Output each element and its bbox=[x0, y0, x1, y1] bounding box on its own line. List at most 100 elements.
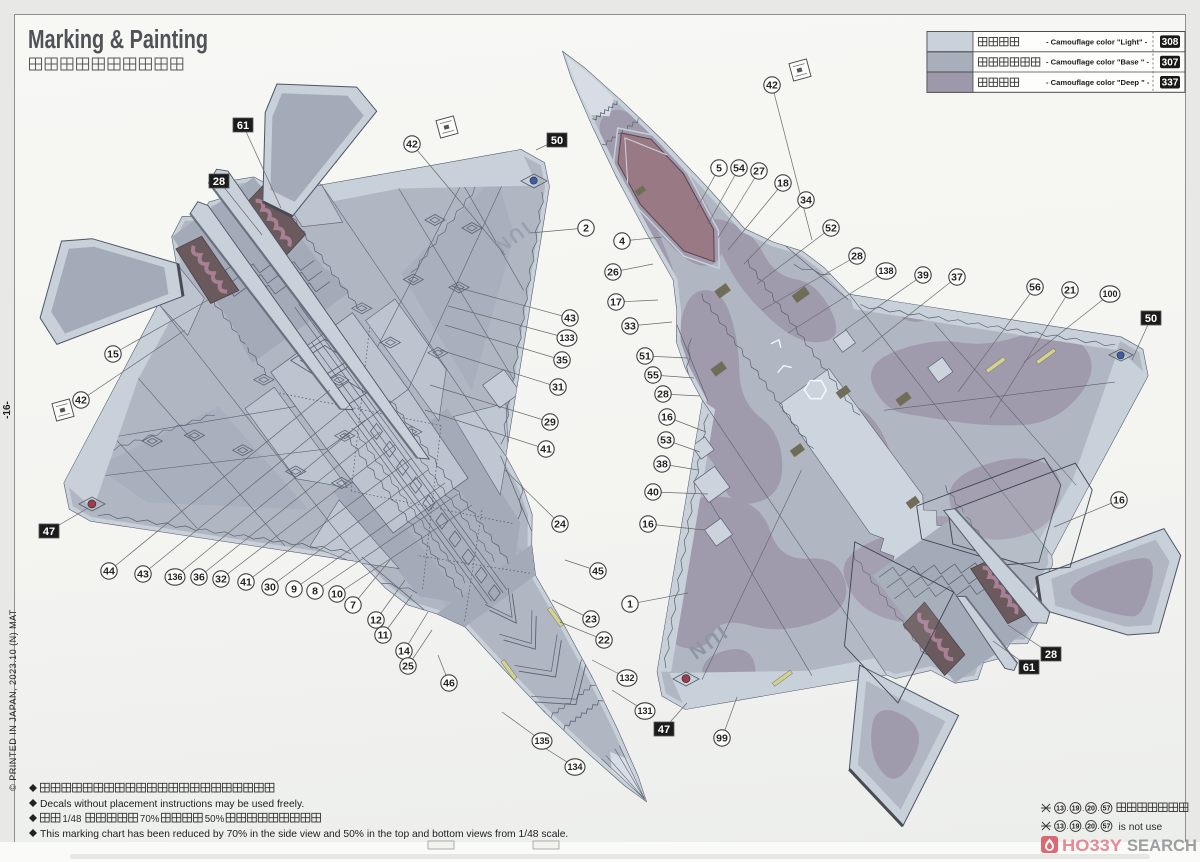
svg-text:55: 55 bbox=[647, 370, 659, 382]
svg-text:1: 1 bbox=[627, 599, 633, 611]
svg-text:4: 4 bbox=[619, 236, 625, 248]
svg-text:138: 138 bbox=[878, 266, 893, 276]
svg-text:45: 45 bbox=[592, 566, 604, 578]
svg-text:46: 46 bbox=[443, 678, 455, 690]
svg-text:27: 27 bbox=[753, 166, 765, 178]
svg-text:134: 134 bbox=[567, 762, 582, 772]
svg-text:.: . bbox=[1082, 804, 1084, 813]
svg-text:35: 35 bbox=[556, 355, 568, 367]
svg-text:16: 16 bbox=[661, 412, 673, 424]
svg-text:19: 19 bbox=[1072, 806, 1080, 813]
svg-text:.: . bbox=[1082, 822, 1084, 831]
svg-text:135: 135 bbox=[534, 736, 549, 746]
svg-text:42: 42 bbox=[75, 395, 87, 407]
svg-text:41: 41 bbox=[240, 577, 252, 589]
svg-text:1/48: 1/48 bbox=[62, 814, 82, 825]
svg-text:25: 25 bbox=[402, 661, 414, 673]
svg-text:43: 43 bbox=[564, 313, 576, 325]
svg-text:SEARCH: SEARCH bbox=[1127, 837, 1197, 855]
svg-text:12: 12 bbox=[370, 615, 382, 627]
svg-text:52: 52 bbox=[825, 223, 837, 235]
svg-text:307: 307 bbox=[1162, 57, 1179, 68]
svg-text:36: 36 bbox=[193, 572, 205, 584]
svg-text:50: 50 bbox=[1145, 313, 1157, 325]
svg-text:37: 37 bbox=[951, 272, 963, 284]
svg-text:16: 16 bbox=[1113, 495, 1125, 507]
svg-text:39: 39 bbox=[917, 270, 929, 282]
svg-text:11: 11 bbox=[377, 630, 388, 642]
svg-text:99: 99 bbox=[716, 733, 728, 745]
svg-text:This marking chart has been re: This marking chart has been reduced by 7… bbox=[40, 829, 568, 840]
svg-text:38: 38 bbox=[656, 459, 668, 471]
svg-text:17: 17 bbox=[610, 297, 622, 309]
svg-text:28: 28 bbox=[213, 176, 225, 188]
svg-text:43: 43 bbox=[137, 569, 149, 581]
svg-text:61: 61 bbox=[1023, 662, 1035, 674]
svg-text:50%: 50% bbox=[205, 814, 225, 825]
svg-text:100: 100 bbox=[1102, 289, 1117, 299]
svg-text:40: 40 bbox=[647, 487, 659, 499]
svg-text:- Camouflage color "Light" -: - Camouflage color "Light" - bbox=[1046, 37, 1148, 46]
svg-text:.: . bbox=[1098, 822, 1100, 831]
svg-text:30: 30 bbox=[264, 582, 276, 594]
svg-text:31: 31 bbox=[552, 382, 564, 394]
svg-text:131: 131 bbox=[637, 706, 652, 716]
svg-text:133: 133 bbox=[559, 333, 574, 343]
svg-text:56: 56 bbox=[1029, 282, 1041, 294]
svg-text:29: 29 bbox=[544, 417, 556, 429]
svg-text:51: 51 bbox=[639, 351, 651, 363]
svg-text:33: 33 bbox=[624, 321, 636, 333]
svg-text:24: 24 bbox=[554, 519, 566, 531]
svg-text:34: 34 bbox=[800, 195, 812, 207]
svg-text:28: 28 bbox=[851, 251, 863, 263]
svg-text:13: 13 bbox=[1056, 824, 1064, 831]
svg-text:20: 20 bbox=[1087, 806, 1095, 813]
svg-text:32: 32 bbox=[215, 574, 227, 586]
svg-text:22: 22 bbox=[598, 635, 610, 647]
svg-text:132: 132 bbox=[619, 673, 634, 683]
svg-text:-16-: -16- bbox=[2, 401, 13, 419]
svg-text:26: 26 bbox=[607, 267, 619, 279]
svg-text:- Camouflage color "Base " -: - Camouflage color "Base " - bbox=[1046, 58, 1149, 67]
svg-text:9: 9 bbox=[291, 584, 297, 596]
svg-text:is not use: is not use bbox=[1119, 822, 1163, 833]
svg-text:53: 53 bbox=[660, 435, 672, 447]
svg-text:.: . bbox=[1067, 822, 1069, 831]
svg-text:14: 14 bbox=[398, 646, 410, 658]
svg-text:47: 47 bbox=[658, 724, 670, 736]
svg-text:44: 44 bbox=[103, 566, 115, 578]
svg-text:18: 18 bbox=[777, 178, 789, 190]
svg-text:5: 5 bbox=[716, 163, 722, 175]
svg-text:23: 23 bbox=[585, 614, 597, 626]
svg-text:61: 61 bbox=[237, 120, 249, 132]
svg-text:308: 308 bbox=[1162, 37, 1179, 48]
svg-text:© PRINTED IN JAPAN, 2023.10 (N: © PRINTED IN JAPAN, 2023.10 (N) MAT bbox=[8, 609, 18, 791]
svg-text:28: 28 bbox=[1045, 649, 1057, 661]
svg-text:7: 7 bbox=[350, 600, 356, 612]
svg-text:10: 10 bbox=[331, 589, 343, 601]
svg-text:19: 19 bbox=[1072, 824, 1080, 831]
svg-text:136: 136 bbox=[167, 572, 182, 582]
svg-text:.: . bbox=[1098, 804, 1100, 813]
svg-text:54: 54 bbox=[733, 163, 745, 175]
svg-text:42: 42 bbox=[406, 139, 418, 151]
svg-text:57: 57 bbox=[1103, 824, 1111, 831]
svg-text:.: . bbox=[1067, 804, 1069, 813]
svg-text:21: 21 bbox=[1064, 285, 1076, 297]
svg-text:Decals without placement instr: Decals without placement instructions ma… bbox=[40, 799, 304, 810]
svg-text:42: 42 bbox=[766, 80, 778, 92]
svg-text:41: 41 bbox=[540, 444, 552, 456]
svg-text:70%: 70% bbox=[140, 814, 160, 825]
svg-text:HO33Y: HO33Y bbox=[1062, 837, 1122, 855]
svg-text:13: 13 bbox=[1056, 806, 1064, 813]
svg-text:Marking & Painting: Marking & Painting bbox=[28, 26, 208, 54]
svg-text:28: 28 bbox=[657, 389, 669, 401]
svg-text:47: 47 bbox=[43, 526, 55, 538]
svg-text:- Camouflage color "Deep " -: - Camouflage color "Deep " - bbox=[1046, 78, 1150, 87]
svg-text:337: 337 bbox=[1162, 78, 1179, 89]
svg-text:16: 16 bbox=[642, 519, 654, 531]
svg-text:2: 2 bbox=[583, 223, 589, 235]
svg-text:20: 20 bbox=[1087, 824, 1095, 831]
svg-text:15: 15 bbox=[107, 349, 119, 361]
svg-text:8: 8 bbox=[312, 586, 318, 598]
